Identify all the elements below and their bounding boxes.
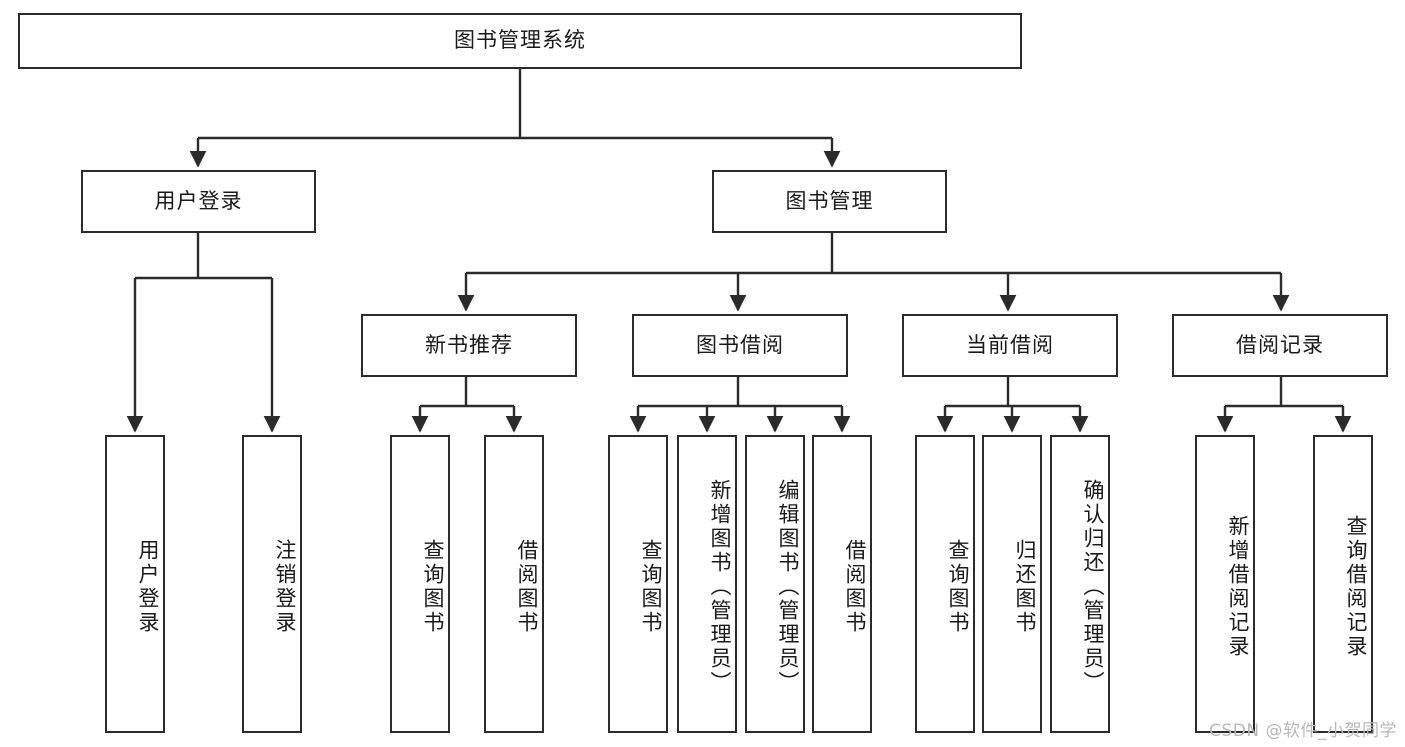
leaf-borrow-book-1-label: 借阅图书 [515,539,539,635]
leaf-borrow-book-2[interactable]: 借阅图书 [812,435,872,733]
node-new-book-rec[interactable]: 新书推荐 [361,314,577,377]
node-borrow-record-label: 借阅记录 [1236,332,1324,357]
leaf-confirm-return[interactable]: 确认归还（管理员） [1050,435,1110,733]
leaf-add-book-label: 新增图书（管理员） [708,479,732,695]
leaf-query-book-3-label: 查询图书 [946,539,970,635]
node-user-login[interactable]: 用户登录 [81,170,316,233]
leaf-edit-book[interactable]: 编辑图书（管理员） [745,435,805,733]
leaf-logout-login-label: 注销登录 [273,539,297,635]
leaf-add-book[interactable]: 新增图书（管理员） [677,435,737,733]
leaf-user-login[interactable]: 用户登录 [105,435,165,733]
leaf-query-record[interactable]: 查询借阅记录 [1313,435,1373,733]
node-book-manage[interactable]: 图书管理 [712,170,947,233]
node-book-manage-label: 图书管理 [785,188,874,213]
leaf-return-book-label: 归还图书 [1013,539,1037,635]
leaf-borrow-book-2-label: 借阅图书 [843,539,867,635]
leaf-query-book-2[interactable]: 查询图书 [608,435,668,733]
leaf-borrow-book-1[interactable]: 借阅图书 [484,435,544,733]
node-book-borrow[interactable]: 图书借阅 [632,314,848,377]
leaf-return-book[interactable]: 归还图书 [982,435,1042,733]
node-borrow-record[interactable]: 借阅记录 [1172,314,1388,377]
leaf-query-book-1[interactable]: 查询图书 [390,435,450,733]
node-current-borrow[interactable]: 当前借阅 [902,314,1118,377]
leaf-logout-login[interactable]: 注销登录 [242,435,302,733]
leaf-query-book-1-label: 查询图书 [421,539,445,635]
node-root-label: 图书管理系统 [454,28,586,53]
leaf-user-login-label: 用户登录 [136,539,160,635]
leaf-query-book-2-label: 查询图书 [639,539,663,635]
leaf-edit-book-label: 编辑图书（管理员） [776,479,800,695]
leaf-confirm-return-label: 确认归还（管理员） [1081,479,1105,695]
node-current-borrow-label: 当前借阅 [966,332,1054,357]
leaf-add-record-label: 新增借阅记录 [1226,515,1250,659]
node-new-book-rec-label: 新书推荐 [425,332,513,357]
leaf-query-record-label: 查询借阅记录 [1344,515,1368,659]
node-user-login-label: 用户登录 [154,188,243,213]
leaf-add-record[interactable]: 新增借阅记录 [1195,435,1255,733]
node-root[interactable]: 图书管理系统 [18,13,1022,69]
leaf-query-book-3[interactable]: 查询图书 [915,435,975,733]
node-book-borrow-label: 图书借阅 [696,332,784,357]
